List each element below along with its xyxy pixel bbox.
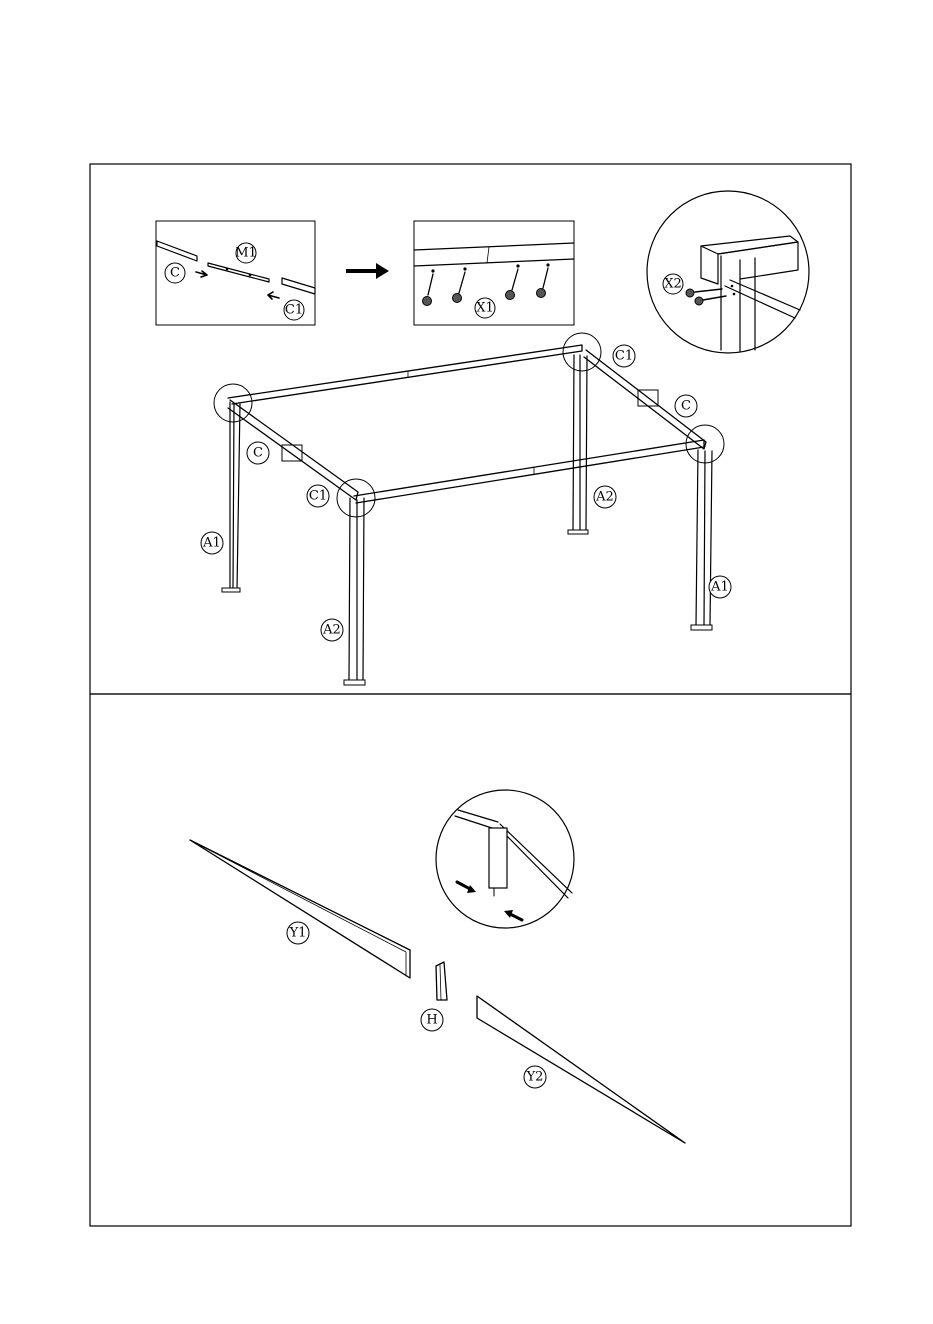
label-c1: C1 (285, 303, 303, 318)
label-a1-left: A1 (202, 536, 221, 551)
label-c1-top: C1 (615, 349, 633, 364)
label-a2-front: A2 (322, 623, 341, 638)
connector-h (436, 962, 447, 1000)
label-a2-back: A2 (595, 490, 614, 505)
screw-icon (537, 268, 549, 298)
screw-icon (453, 272, 466, 303)
arrow-right-icon (196, 271, 207, 277)
label-m1: M1 (235, 246, 257, 261)
beam-c1-piece (282, 278, 315, 294)
label-h: H (426, 1013, 437, 1028)
label-y1: Y1 (289, 926, 307, 941)
gazebo-frame (214, 333, 724, 685)
joint-highlight (214, 384, 252, 422)
label-x1: X1 (476, 301, 494, 316)
joint-highlight (563, 333, 601, 371)
inset-screws: X1 (414, 221, 574, 325)
inset-beam-connection: C M1 C1 (156, 221, 315, 325)
beam-c-piece (157, 241, 197, 261)
step2-panel (90, 694, 851, 1226)
label-a1-right: A1 (710, 580, 729, 595)
step2-labels: Y1 H Y2 (287, 922, 546, 1088)
label-c: C (170, 266, 180, 281)
label-y2: Y2 (526, 1070, 544, 1085)
connector-m1-piece (208, 263, 269, 282)
frame-labels: C1 C C C1 A2 A1 A1 A2 (201, 345, 731, 641)
label-c-right: C (681, 399, 691, 414)
label-c1-front: C1 (309, 489, 327, 504)
process-arrow-icon (346, 263, 389, 279)
detail-corner-circle: X2 (647, 191, 809, 353)
arrow-left-icon (268, 292, 279, 299)
label-x2: X2 (664, 277, 682, 292)
detail-joint-circle (436, 790, 574, 928)
screw-icon (506, 269, 519, 300)
panel-y1 (190, 840, 410, 978)
screw-icon (423, 274, 434, 306)
label-c-left: C (253, 446, 263, 461)
